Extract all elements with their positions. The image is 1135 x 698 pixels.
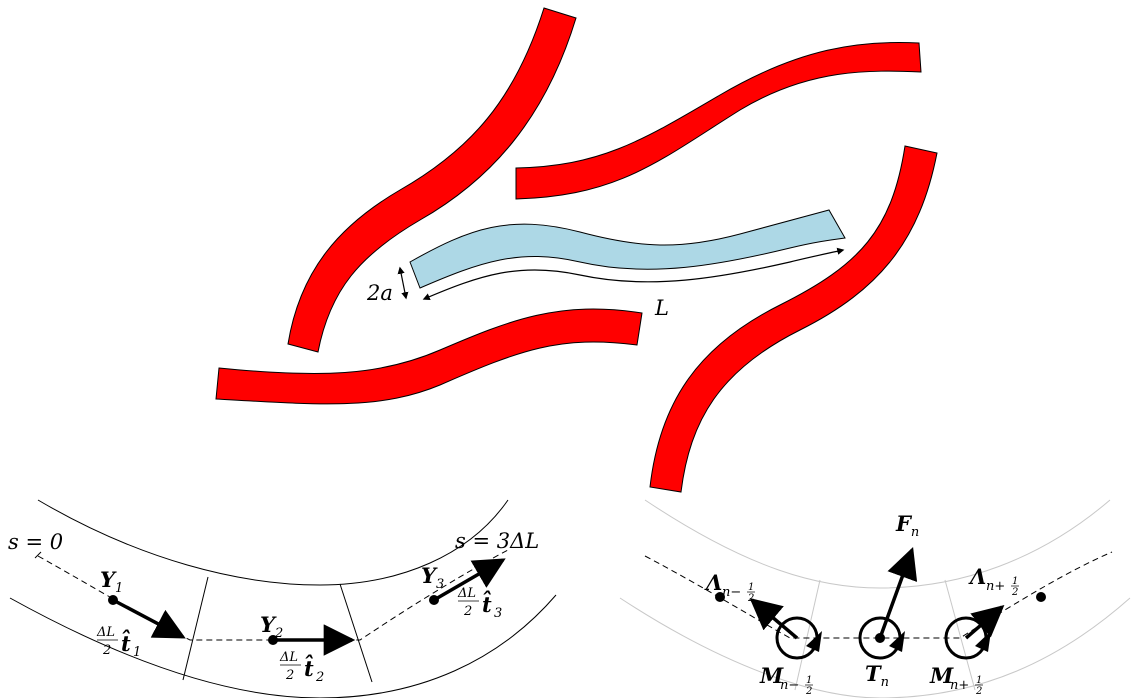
- node-label-y3: Y3: [421, 563, 444, 592]
- moment-plus-label: M n+ 1 2: [929, 663, 983, 697]
- svg-text:n−: n−: [780, 678, 799, 693]
- torque-label: Tn: [865, 661, 889, 690]
- length-arrow: [422, 247, 845, 301]
- moment-minus-label: M n− 1 2: [759, 663, 813, 697]
- svg-text:t̂: t̂: [121, 630, 131, 656]
- lambda-plus-label: Λ n+ 1 2: [968, 564, 1019, 598]
- svg-text:2: 2: [747, 593, 754, 604]
- s-start-label: s = 0: [8, 530, 63, 554]
- svg-text:Λ: Λ: [968, 564, 986, 589]
- lambda-plus-point: [1036, 592, 1046, 602]
- moment-minus-arrowhead: [806, 631, 822, 652]
- svg-text:2: 2: [463, 604, 472, 619]
- svg-text:M: M: [759, 663, 784, 688]
- tangent-vector-1: [112, 598, 186, 639]
- segment-divider-1: [182, 576, 209, 681]
- force-vector: [878, 547, 918, 639]
- svg-text:t̂: t̂: [304, 655, 314, 681]
- svg-text:n+: n+: [986, 579, 1005, 594]
- svg-text:M: M: [929, 663, 954, 688]
- svg-text:1: 1: [1012, 576, 1018, 587]
- tangent-label-1: ΔL 2 t̂ 1: [96, 625, 141, 660]
- centerline: [37, 549, 509, 641]
- svg-text:ΔL: ΔL: [279, 650, 298, 665]
- s-end-label: s = 3ΔL: [455, 529, 539, 553]
- svg-text:1: 1: [976, 675, 982, 686]
- lambda-minus-vector: [749, 597, 799, 640]
- tangent-label-3: ΔL 2 t̂ 3: [457, 586, 502, 621]
- svg-text:3: 3: [494, 606, 502, 621]
- fiber-body: [409, 209, 846, 289]
- obstacle-rod-upper-right: [515, 41, 922, 200]
- rod-inner-edge-grey: [619, 597, 1131, 698]
- obstacle-rod-upper-left: [287, 7, 577, 353]
- svg-text:ΔL: ΔL: [96, 625, 115, 640]
- svg-text:n+: n+: [950, 678, 969, 693]
- lambda-plus-vector: [964, 604, 1005, 640]
- node-label-y2: Y2: [260, 612, 283, 641]
- svg-text:2: 2: [315, 670, 324, 685]
- svg-text:2: 2: [285, 668, 294, 683]
- svg-text:2: 2: [102, 643, 111, 658]
- svg-text:ΔL: ΔL: [457, 586, 476, 601]
- node-label-y1: Y1: [100, 567, 123, 596]
- lambda-minus-label: Λ n− 1 2: [704, 570, 755, 604]
- obstacle-rod-right: [649, 145, 938, 493]
- svg-text:t̂: t̂: [482, 591, 492, 617]
- segment-divider-2: [339, 583, 373, 683]
- segment-divider-grey-2: [944, 579, 976, 691]
- forces-panel: Fn Tn Λ n− 1 2 Λ n+ 1 2 M n− 1 2 M n+: [619, 499, 1131, 698]
- obstacle-rod-lower-middle: [215, 308, 643, 405]
- svg-text:2: 2: [1011, 587, 1018, 598]
- svg-text:2: 2: [805, 686, 812, 697]
- moment-plus-arrowhead: [975, 631, 991, 652]
- discretisation-panel: s = 0 s = 3ΔL Y1 Y2 Y3 ΔL 2 t̂ 1 ΔL: [8, 499, 557, 698]
- centerline-right: [644, 551, 1113, 639]
- obstacle-group: [215, 7, 938, 493]
- torque-arrowhead: [889, 631, 905, 652]
- svg-text:n−: n−: [722, 585, 741, 600]
- rod-outer-edge: [37, 499, 509, 586]
- thickness-label: 2a: [366, 281, 393, 305]
- length-label: L: [654, 296, 669, 320]
- svg-text:Λ: Λ: [704, 570, 722, 595]
- rod-inner-edge: [9, 594, 557, 698]
- svg-text:1: 1: [806, 675, 812, 686]
- svg-text:1: 1: [133, 645, 141, 660]
- thickness-arrow: [397, 266, 409, 300]
- segment-divider-grey-1: [794, 579, 821, 691]
- tangent-label-2: ΔL 2 t̂ 2: [279, 650, 324, 685]
- svg-text:2: 2: [975, 686, 982, 697]
- force-label: Fn: [895, 511, 919, 540]
- svg-text:1: 1: [748, 582, 754, 593]
- start-tick: [34, 551, 42, 559]
- tangent-vector-3: [433, 558, 506, 602]
- rod-outer-edge-grey: [644, 499, 1111, 589]
- lambda-minus-point: [715, 592, 725, 602]
